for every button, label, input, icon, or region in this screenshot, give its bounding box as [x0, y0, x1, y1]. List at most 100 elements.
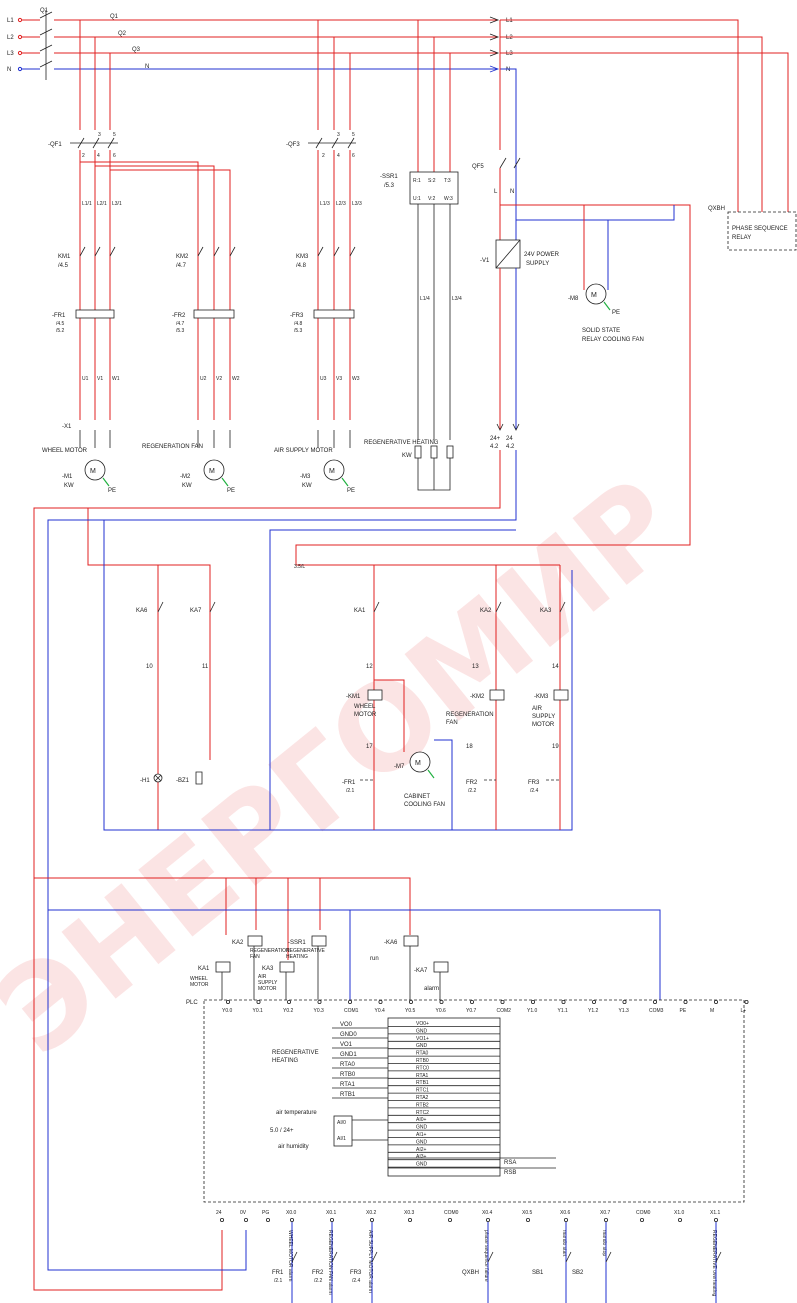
plc-output-label: COM2 [497, 1008, 512, 1014]
svg-text:RELAY: RELAY [732, 235, 751, 241]
svg-text:-KM2: -KM2 [470, 694, 485, 700]
svg-text:/2.1: /2.1 [274, 1278, 283, 1284]
svg-text:/4.8: /4.8 [296, 263, 307, 269]
svg-text:HEATING: HEATING [272, 1058, 299, 1064]
svg-text:L1/1: L1/1 [82, 201, 92, 207]
plc-output-label: COM3 [649, 1008, 664, 1014]
analog-right-signal: RTB0 [416, 1058, 429, 1064]
svg-text:-V1: -V1 [480, 258, 490, 264]
analog-left-signal: VO0 [340, 1022, 353, 1028]
svg-text:L1: L1 [506, 18, 513, 24]
svg-text:/2.2: /2.2 [468, 788, 477, 794]
svg-text:FR1: FR1 [272, 1270, 284, 1276]
plc-input-label: X0.3 [404, 1210, 415, 1216]
svg-text:RSB: RSB [504, 1170, 516, 1176]
plc-input-label: X0.5 [522, 1210, 533, 1216]
svg-text:REGENERATION FAN: REGENERATION FAN [142, 444, 203, 450]
plc-input-label: X1.0 [674, 1210, 685, 1216]
svg-text:run: run [370, 956, 379, 962]
plc-output-terminal [622, 1000, 627, 1005]
svg-text:RSA: RSA [504, 1160, 516, 1166]
svg-text:KA3: KA3 [540, 608, 552, 614]
plc-output-terminal [744, 1000, 749, 1005]
svg-text:N: N [506, 67, 510, 73]
svg-text:4.2: 4.2 [490, 444, 499, 450]
svg-text:-BZ1: -BZ1 [176, 778, 190, 784]
relay-contacts: KA6 KA7 KA1 KA2 KA3 10 11 12 13 14 17 18… [136, 601, 566, 750]
svg-text:FAN: FAN [250, 954, 260, 960]
svg-text:/4.5: /4.5 [56, 321, 65, 327]
svg-text:SUPPLY: SUPPLY [532, 714, 555, 720]
svg-text:M: M [591, 292, 597, 299]
svg-text:air temperature: air temperature [276, 1110, 317, 1116]
svg-text:/4.7: /4.7 [176, 263, 187, 269]
plc-input-devices: FR1/2.1 FR2/2.2 FR3/2.4 QXBH SB1 SB2 [272, 1222, 722, 1303]
svg-text:-SSR1: -SSR1 [288, 940, 306, 946]
svg-text:L2/3: L2/3 [336, 201, 346, 207]
analog-right-signal: RTC2 [416, 1110, 429, 1116]
svg-text:V3: V3 [336, 376, 342, 382]
analog-right-signal: AI1+ [416, 1132, 427, 1138]
plc-output-terminal [378, 1000, 383, 1005]
plc-input-terminal [447, 1218, 452, 1223]
plc-output-terminal [561, 1000, 566, 1005]
svg-text:REGENERATIVE: REGENERATIVE [272, 1050, 319, 1056]
svg-text:N: N [145, 64, 149, 70]
svg-text:WHEEL: WHEEL [354, 704, 376, 710]
analog-right-signal: RTA1 [416, 1073, 429, 1079]
plc-output-label: L+ [741, 1008, 747, 1014]
svg-text:S:2: S:2 [428, 178, 436, 184]
svg-text:-FR1: -FR1 [342, 780, 356, 786]
svg-text:-M8: -M8 [568, 296, 579, 302]
svg-text:SB2: SB2 [572, 1270, 584, 1276]
svg-text:L2: L2 [7, 35, 14, 41]
svg-text:KW: KW [402, 453, 412, 459]
svg-text:QF5: QF5 [472, 164, 484, 170]
analog-left-signal: RTA0 [340, 1062, 355, 1068]
analog-right-signal: RTB2 [416, 1102, 429, 1108]
svg-text:/5.3: /5.3 [294, 328, 303, 334]
svg-text:L3: L3 [7, 51, 14, 57]
plc-input-terminal [407, 1218, 412, 1223]
svg-text:KM1: KM1 [58, 254, 71, 260]
plc-input-terminal [243, 1218, 248, 1223]
plc-input-label: X0.7 [600, 1210, 611, 1216]
plc-input-terminal [219, 1218, 224, 1223]
analog-right-signal: VO1+ [416, 1036, 429, 1042]
plc-output-terminal [714, 1000, 719, 1005]
plc-input-label: X0.1 [326, 1210, 337, 1216]
svg-text:U:1: U:1 [413, 196, 421, 202]
svg-text:L3/4: L3/4 [452, 296, 462, 302]
svg-text:L3: L3 [506, 51, 513, 57]
plc-output-label: Y1.1 [558, 1008, 569, 1014]
plc-input-terminal [329, 1218, 334, 1223]
svg-text:AIR: AIR [532, 706, 543, 712]
svg-text:/2.1: /2.1 [346, 788, 355, 794]
km2-contactor: KM2 /4.7 [176, 246, 236, 269]
svg-text:M: M [329, 468, 335, 475]
plc-output-terminal [439, 1000, 444, 1005]
plc-output-label: Y0.1 [253, 1008, 264, 1014]
svg-text:-KM3: -KM3 [534, 694, 549, 700]
svg-text:KM2: KM2 [176, 254, 189, 260]
svg-text:5: 5 [352, 132, 355, 138]
svg-text:KW: KW [302, 483, 312, 489]
svg-text:KM3: KM3 [296, 254, 309, 260]
svg-text:5: 5 [113, 132, 116, 138]
analog-right-signal: AI3+ [416, 1154, 427, 1160]
svg-text:-QF1: -QF1 [48, 142, 62, 148]
svg-text:/2.2: /2.2 [314, 1278, 323, 1284]
svg-text:AI/1: AI/1 [337, 1136, 346, 1142]
plc-input-description: phase sequence failure [483, 1230, 489, 1282]
svg-text:KA2: KA2 [232, 940, 244, 946]
svg-text:/5.3: /5.3 [176, 328, 185, 334]
svg-text:SB1: SB1 [532, 1270, 544, 1276]
plc-input-terminal [678, 1218, 683, 1223]
plc-input-description: REGENERATION FAN alarm [327, 1230, 333, 1295]
svg-text:M: M [415, 760, 421, 767]
